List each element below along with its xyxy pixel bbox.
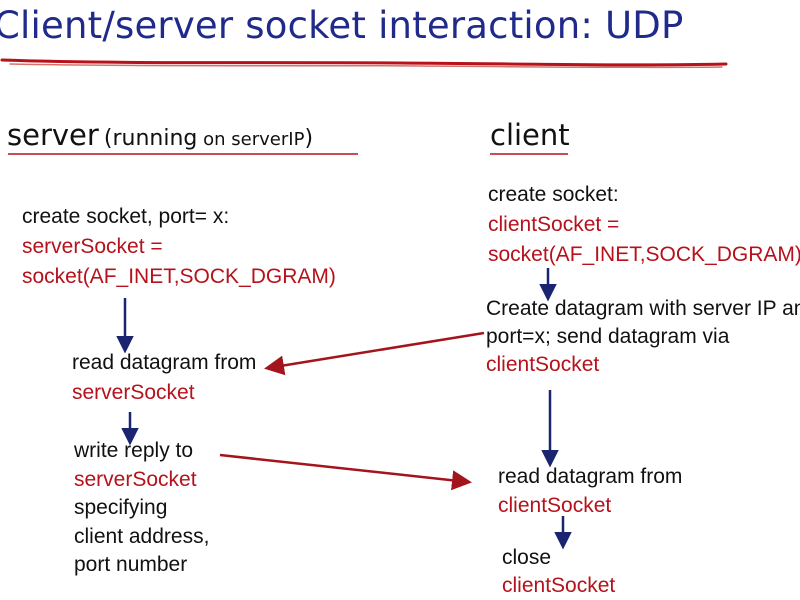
server-heading-running: running <box>112 126 198 151</box>
server-read-line1: read datagram from <box>72 351 257 374</box>
client-create-socket-step: create socket: clientSocket = socket(AF_… <box>488 180 800 270</box>
client-heading-underline <box>490 153 568 155</box>
server-heading-paren-close: ) <box>304 126 314 151</box>
title-underline <box>0 58 728 69</box>
server-write-line3: specifying <box>74 496 168 519</box>
server-create-line3: socket(AF_INET,SOCK_DGRAM) <box>22 265 336 288</box>
server-create-line2: serverSocket = <box>22 235 163 258</box>
server-heading-paren-open: ( <box>103 126 113 151</box>
server-create-socket-step: create socket, port= x: serverSocket = s… <box>22 202 336 292</box>
client-create-line2: clientSocket = <box>488 213 620 236</box>
client-send-line2: port=x; send datagram via <box>486 325 730 348</box>
client-read-line2: clientSocket <box>498 494 612 517</box>
server-heading-ip: serverIP <box>231 129 305 150</box>
server-write-line2: serverSocket <box>74 467 197 491</box>
client-send-line3: clientSocket <box>486 353 600 376</box>
server-heading-underline <box>8 153 358 155</box>
client-send-line1: Create datagram with server IP and <box>486 297 800 320</box>
client-read-line1: read datagram from <box>498 465 683 488</box>
server-heading-label: server <box>7 118 99 152</box>
client-heading: client <box>490 118 570 152</box>
message-arrow-server-to-client <box>219 453 472 491</box>
client-create-line3: socket(AF_INET,SOCK_DGRAM) <box>488 243 800 266</box>
server-write-line1: write reply to <box>74 439 194 462</box>
message-arrow-client-to-server <box>264 331 485 376</box>
client-send-datagram-step: Create datagram with server IP and port=… <box>486 295 800 379</box>
server-heading: server (running on serverIP) <box>7 118 313 152</box>
client-close-line1: close <box>502 546 552 569</box>
client-heading-label: client <box>490 118 570 152</box>
server-write-line5: port number <box>74 553 188 576</box>
client-read-datagram-step: read datagram from clientSocket <box>498 462 682 520</box>
server-create-line1: create socket, port= x: <box>22 205 230 228</box>
server-write-line4: client address, <box>74 524 210 548</box>
server-heading-on: on <box>197 129 232 150</box>
client-close-step: close clientSocket <box>502 544 615 600</box>
client-create-line1: create socket: <box>488 183 619 206</box>
server-read-datagram-step: read datagram from serverSocket <box>72 348 256 408</box>
server-write-reply-step: write reply to serverSocket specifying c… <box>74 437 209 580</box>
server-read-line2: serverSocket <box>72 381 195 404</box>
page-title: Client/server socket interaction: UDP <box>0 4 684 47</box>
client-close-line2: clientSocket <box>502 574 616 597</box>
